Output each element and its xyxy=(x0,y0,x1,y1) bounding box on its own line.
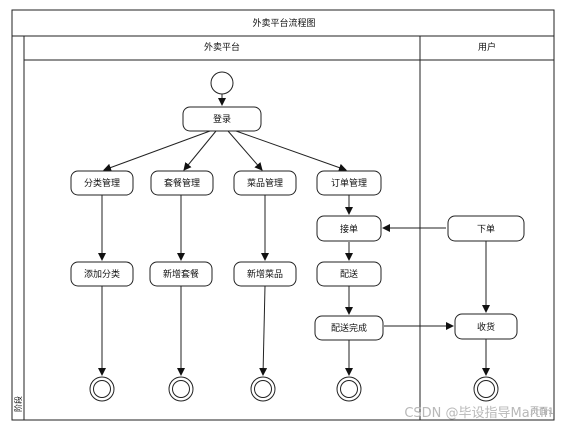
stage-label: 阶段 xyxy=(13,396,23,412)
node-receive: 收货 xyxy=(454,313,518,340)
end-node xyxy=(473,376,499,402)
node-delivery: 配送 xyxy=(316,261,382,287)
diagram-title: 外卖平台流程图 xyxy=(252,17,315,29)
node-add-combo-label: 新增套餐 xyxy=(163,268,199,280)
node-place-order-label: 下单 xyxy=(477,223,495,235)
node-category-mgmt-label: 分类管理 xyxy=(84,177,120,189)
node-add-dish: 新增菜品 xyxy=(233,261,297,287)
node-add-dish-label: 新增菜品 xyxy=(247,268,283,280)
edge-login-order xyxy=(235,130,347,172)
node-login: 登录 xyxy=(182,106,262,132)
edge-adddish-end xyxy=(259,285,268,376)
watermark: CSDN @毕设指导Martin xyxy=(404,406,552,421)
node-order-mgmt: 订单管理 xyxy=(316,170,382,196)
node-combo-mgmt-label: 套餐管理 xyxy=(164,177,200,189)
node-add-combo: 新增套餐 xyxy=(149,261,213,287)
node-delivery-done-label: 配送完成 xyxy=(331,322,367,334)
lane-user-label: 用户 xyxy=(478,41,496,53)
end-node xyxy=(336,376,362,402)
node-accept-order-label: 接单 xyxy=(340,223,358,235)
node-login-label: 登录 xyxy=(213,114,231,125)
lane-platform-label: 外卖平台 xyxy=(204,41,240,53)
node-combo-mgmt: 套餐管理 xyxy=(150,170,214,196)
node-delivery-done: 配送完成 xyxy=(314,315,384,341)
start-node xyxy=(210,71,234,95)
edges xyxy=(98,94,490,376)
node-add-category-label: 添加分类 xyxy=(84,268,120,280)
node-dish-mgmt: 菜品管理 xyxy=(233,170,297,196)
end-node xyxy=(250,376,276,402)
edge-login-combo xyxy=(183,130,217,171)
node-delivery-label: 配送 xyxy=(340,268,358,280)
end-node xyxy=(168,376,194,402)
node-dish-mgmt-label: 菜品管理 xyxy=(247,177,283,189)
end-node xyxy=(89,376,115,402)
node-receive-label: 收货 xyxy=(477,321,495,333)
node-order-mgmt-label: 订单管理 xyxy=(331,177,367,189)
edge-login-dish xyxy=(227,130,263,171)
node-add-category: 添加分类 xyxy=(70,261,134,287)
edge-login-category xyxy=(103,130,211,172)
node-category-mgmt: 分类管理 xyxy=(70,170,134,196)
corner-label: 页面1 xyxy=(530,406,554,417)
node-place-order: 下单 xyxy=(447,215,525,242)
node-accept-order: 接单 xyxy=(316,215,382,242)
diagram-frame xyxy=(11,9,555,421)
